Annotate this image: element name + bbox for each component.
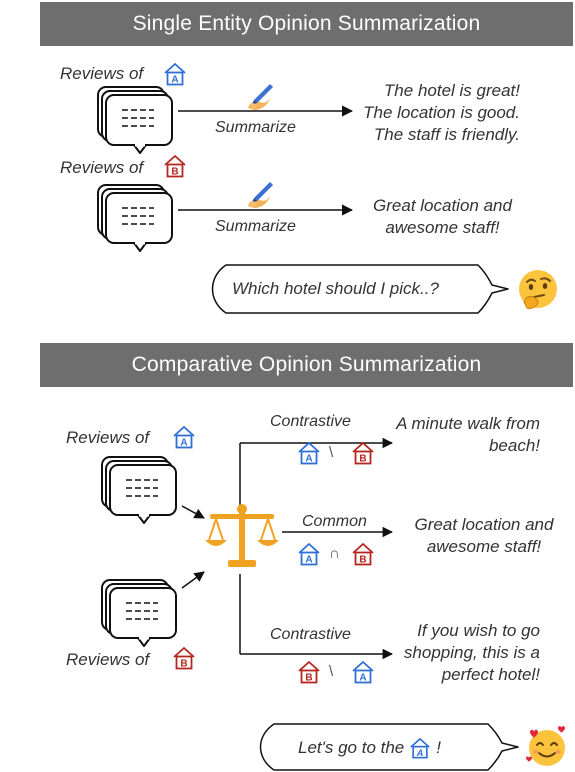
contrastive-output-1: A minute walk from beach! (380, 413, 540, 457)
summary-line: A minute walk from (396, 414, 540, 433)
summary-output-b: Great location and awesome staff! (345, 195, 540, 239)
summarize-label-a: Summarize (215, 119, 296, 136)
single-section-header: Single Entity Opinion Summarization (40, 2, 573, 46)
summary-line: shopping, this is a (403, 643, 540, 662)
reviews-b-label: Reviews of (60, 158, 144, 177)
summary-line: perfect hotel! (441, 665, 540, 684)
question-text: Which hotel should I pick..? (232, 279, 439, 298)
summary-line: Great location and (373, 196, 512, 215)
branch-contrastive-label-2: Contrastive (270, 626, 351, 643)
hotel-a-icon (297, 441, 321, 465)
answer-text: Let's go to the ! (298, 737, 441, 759)
summary-line: beach! (488, 436, 540, 455)
hotel-a-icon (297, 542, 321, 566)
answer-bubble (259, 723, 519, 771)
contrastive-output-2: If you wish to go shopping, this is a pe… (390, 620, 540, 686)
set-difference-symbol: \ (329, 444, 334, 461)
hotel-b-icon (297, 660, 321, 684)
reviews-a-label: Reviews of (60, 64, 144, 83)
summary-line: awesome staff! (385, 218, 500, 237)
summary-line: If you wish to go (417, 621, 540, 640)
hotel-a-icon (409, 737, 431, 759)
single-section-title: Single Entity Opinion Summarization (132, 12, 481, 35)
comparative-section-header: Comparative Opinion Summarization (40, 343, 573, 387)
branch-common-label: Common (302, 513, 367, 530)
summarize-label-b: Summarize (215, 218, 296, 235)
comparative-section-title: Comparative Opinion Summarization (131, 353, 482, 376)
comparative-reviews-a-label: Reviews of (66, 428, 150, 447)
common-output: Great location and awesome staff! (398, 514, 570, 558)
summary-output-a: The hotel is great! The location is good… (330, 80, 520, 146)
comparative-reviews-b-label: Reviews of (66, 650, 150, 669)
answer-prefix: Let's go to the (298, 738, 405, 757)
thinking-face-icon (519, 270, 557, 309)
question-bubble (211, 264, 509, 314)
summary-line: The hotel is great! (383, 81, 520, 100)
smiling-face-with-hearts-icon (526, 726, 565, 766)
intersection-symbol: ∩ (329, 545, 340, 562)
summary-line: The location is good. (363, 103, 520, 122)
summary-line: awesome staff! (426, 537, 542, 556)
set-difference-symbol: \ (329, 663, 334, 680)
summarize-arrow-b (178, 204, 354, 216)
summary-line: Great location and (414, 515, 554, 534)
summary-line: The staff is friendly. (373, 125, 520, 144)
branch-contrastive-label-1: Contrastive (270, 413, 351, 430)
hotel-b-icon (351, 441, 375, 465)
balance-scale-icon (205, 504, 279, 567)
answer-suffix: ! (436, 738, 442, 757)
summarize-arrow-a (178, 105, 354, 117)
hotel-b-icon (351, 542, 375, 566)
hotel-a-icon (351, 660, 375, 684)
